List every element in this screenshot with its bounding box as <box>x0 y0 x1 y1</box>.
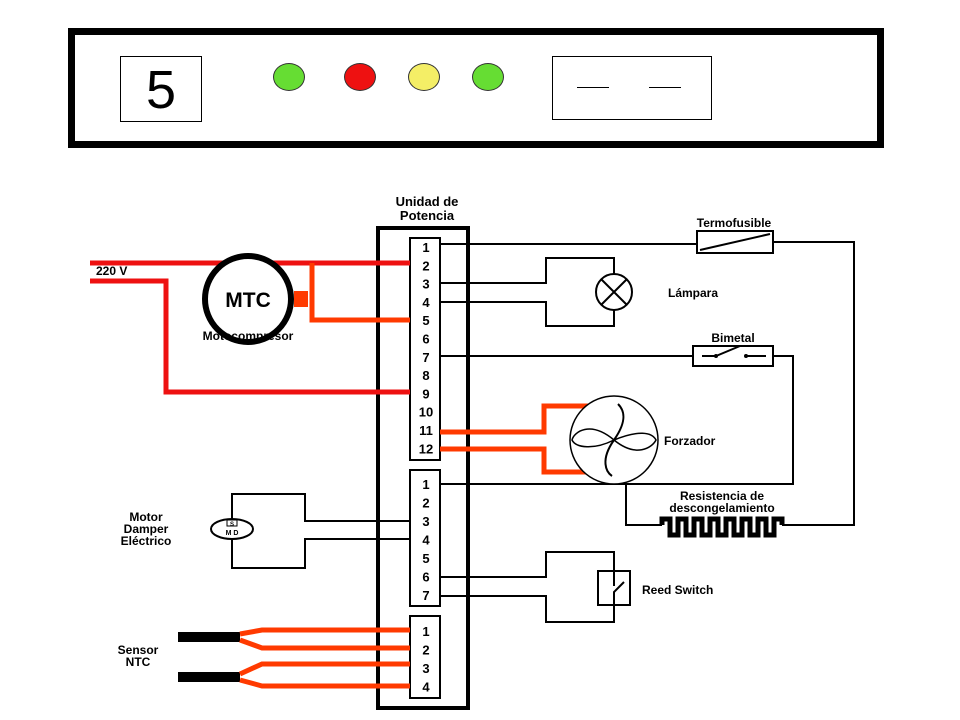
pin-b-5: 5 <box>422 551 429 566</box>
led-green-2 <box>472 63 504 91</box>
damper-label-3: Eléctrico <box>121 534 172 548</box>
pin-c-1: 1 <box>422 624 429 639</box>
pin-a-10: 10 <box>419 405 433 420</box>
resistencia-label-2: descongelamiento <box>669 501 774 515</box>
pin-a-4: 4 <box>422 295 430 310</box>
sensor-wires-1 <box>239 627 410 651</box>
sensor-label-2: NTC <box>126 655 151 669</box>
sensor-probe-1 <box>178 632 240 642</box>
step-counter: 5 <box>120 56 202 122</box>
power-unit-label-2: Potencia <box>400 208 455 223</box>
termofusible-wire-right <box>773 241 855 526</box>
damper-label-1: Motor <box>129 510 163 524</box>
pin-c-4: 4 <box>422 680 430 695</box>
connector-b-pins: 1 2 3 4 5 6 7 <box>422 477 430 603</box>
lampara-label: Lámpara <box>668 286 718 300</box>
compressor-terminal <box>294 291 308 307</box>
pin-b-3: 3 <box>422 514 429 529</box>
sensor-probe-2 <box>178 672 240 682</box>
pin-b-7: 7 <box>422 588 429 603</box>
compressor-wire <box>309 263 410 323</box>
display-digit-1 <box>577 87 609 88</box>
pin-a-1: 1 <box>422 240 429 255</box>
pin-a-11: 11 <box>419 423 433 438</box>
power-unit-label-1: Unidad de <box>396 194 459 209</box>
compressor-icon <box>202 253 294 345</box>
lampara-cross <box>600 278 628 306</box>
bimetal-label: Bimetal <box>711 331 754 345</box>
termofusible-fuse-line <box>699 233 771 251</box>
pin-a-3: 3 <box>422 277 429 292</box>
termofusible-label: Termofusible <box>697 216 772 230</box>
damper-symbol-bottom: M D <box>226 530 239 537</box>
pin-b-1: 1 <box>422 477 429 492</box>
resistencia-wire <box>625 484 662 526</box>
status-panel <box>68 28 884 148</box>
forzador-label: Forzador <box>664 434 716 448</box>
compressor-label: Motocompresor <box>203 329 294 343</box>
digit-display <box>552 56 712 120</box>
supply-label: 220 V <box>96 264 127 278</box>
compressor-symbol: MTC <box>225 289 271 312</box>
resistencia-label-1: Resistencia de <box>680 489 764 503</box>
pin-a-7: 7 <box>422 350 429 365</box>
sensor-wires-2 <box>238 661 410 689</box>
led-red <box>344 63 376 91</box>
pin-a-6: 6 <box>422 332 429 347</box>
connector-c <box>409 615 441 699</box>
supply-wire-2 <box>90 278 410 395</box>
pin-a-8: 8 <box>422 368 429 383</box>
damper-icon <box>210 518 254 540</box>
led-yellow <box>408 63 440 91</box>
pin-a-2: 2 <box>422 258 429 273</box>
pin-c-3: 3 <box>422 661 429 676</box>
connector-b <box>409 469 441 607</box>
led-green-1 <box>273 63 305 91</box>
connector-a <box>409 237 441 461</box>
pin-a-9: 9 <box>422 386 429 401</box>
damper-symbol-top: S <box>230 522 234 528</box>
connector-c-pins: 1 2 3 4 <box>422 624 430 695</box>
pin-b-4: 4 <box>422 533 430 548</box>
resistencia-icon <box>659 516 785 538</box>
reed-switch-label: Reed Switch <box>642 583 713 597</box>
display-digit-2 <box>649 87 681 88</box>
damper-label-2: Damper <box>124 522 169 536</box>
pin-c-2: 2 <box>422 643 429 658</box>
pin-b-6: 6 <box>422 570 429 585</box>
pin-a-5: 5 <box>422 313 429 328</box>
sensor-label-1: Sensor <box>118 643 159 657</box>
pin-b-2: 2 <box>422 496 429 511</box>
pin-a-12: 12 <box>419 441 433 456</box>
